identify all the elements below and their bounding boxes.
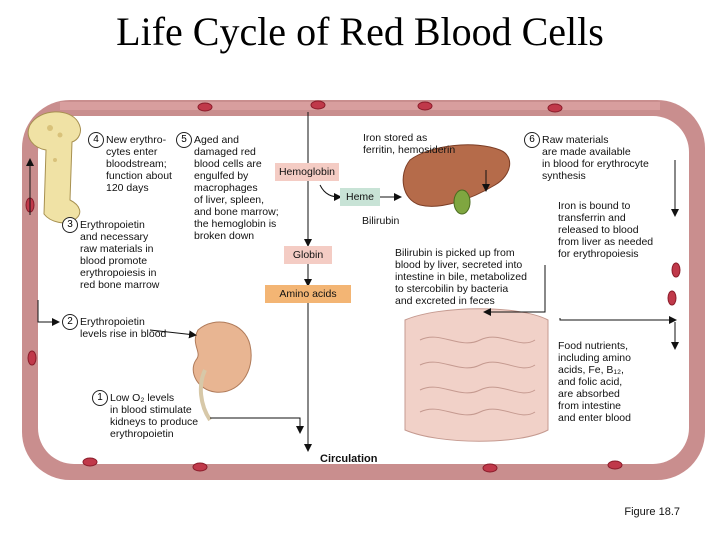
heme-box: Heme [340, 188, 380, 206]
arrow-step2-kidney [149, 329, 197, 339]
step-text: New erythro- cytes enter bloodstream; fu… [106, 134, 172, 194]
rbc-icon [671, 262, 681, 278]
rbc-icon [547, 103, 563, 113]
red-blood-cells [25, 100, 681, 473]
rbc-icon [667, 290, 677, 306]
step-number: 3 [62, 217, 78, 233]
page-title: Life Cycle of Red Blood Cells [116, 9, 604, 54]
step-number: 5 [176, 132, 192, 148]
iron-stored-note: Iron stored as ferritin, hemosiderin [363, 132, 456, 156]
rbc-icon [310, 100, 326, 110]
kidney-icon [192, 321, 252, 422]
iron-bound-note: Iron is bound to transferrin and release… [558, 200, 654, 260]
step-text: Erythropoietin levels rise in blood [80, 316, 167, 340]
rbc-icon [192, 462, 208, 472]
rbc-icon [27, 350, 37, 366]
arrow-to-heme [319, 184, 342, 201]
food-nutrients-note: Food nutrients, including amino acids, F… [558, 340, 631, 424]
figure-label: Figure 18.7 [624, 506, 680, 518]
bilirubin-fate-note: Bilirubin is picked up from blood by liv… [395, 247, 527, 307]
step-number: 4 [88, 132, 104, 148]
step-number: 2 [62, 314, 78, 330]
rbc-icon [197, 102, 213, 112]
step-text: Raw materials are made available in bloo… [542, 134, 649, 182]
rbc-icon [607, 460, 623, 470]
step-number: 6 [524, 132, 540, 148]
arrow-kidney-circ [210, 417, 304, 434]
intestine-icon [404, 308, 549, 442]
circulation-label: Circulation [320, 453, 378, 465]
hemoglobin-box: Hemoglobin [275, 163, 339, 181]
rbc-icon [82, 457, 98, 467]
step-text: Low O₂ levels in blood stimulate kidneys… [110, 392, 199, 440]
globin-box: Globin [284, 246, 332, 264]
arrow-food-out [559, 316, 677, 324]
step-text: Erythropoietin and necessary raw materia… [80, 219, 160, 291]
step-number: 1 [92, 390, 108, 406]
vessel-lumen-top [60, 102, 660, 110]
rbc-icon [417, 101, 433, 111]
amino-acids-box: Amino acids [265, 285, 351, 303]
arrow-bilirubin-intestine [483, 265, 546, 316]
step-text: Aged and damaged red blood cells are eng… [194, 134, 279, 242]
bilirubin-label: Bilirubin [362, 215, 400, 227]
arrow-to-step2 [37, 300, 60, 326]
bone-icon [27, 111, 81, 224]
rbc-icon [482, 463, 498, 473]
